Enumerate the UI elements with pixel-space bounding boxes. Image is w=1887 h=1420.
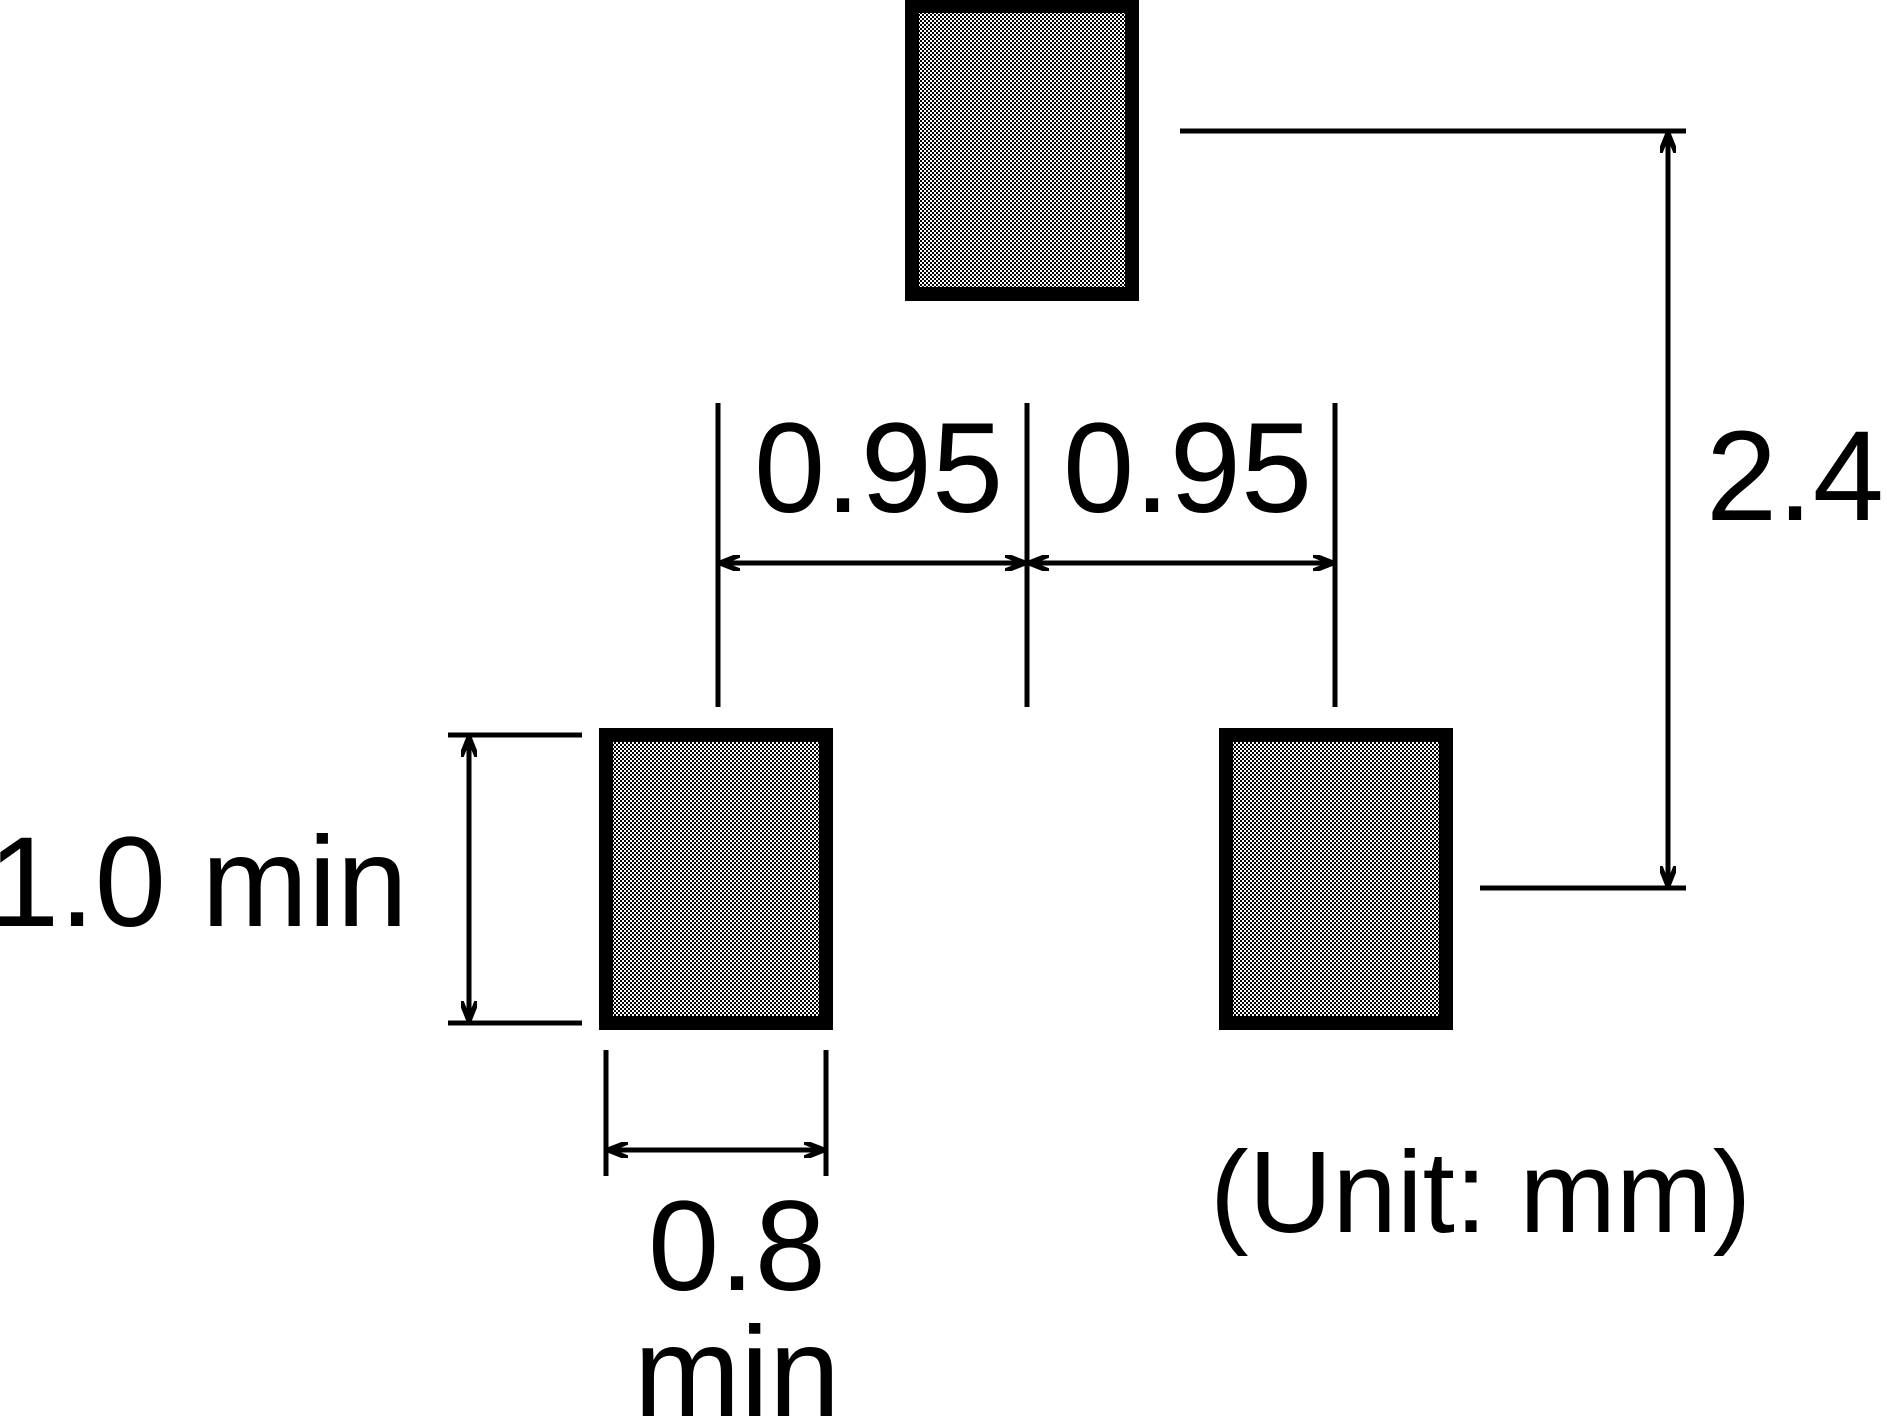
row-spacing-label: 2.4 bbox=[1706, 405, 1884, 548]
pitch-dimension bbox=[715, 403, 1338, 707]
pad-width-dimension bbox=[603, 1050, 829, 1176]
pad-bottom-left bbox=[599, 728, 833, 1030]
pad-length-dimension bbox=[448, 732, 582, 1026]
pad-width-value: 0.8 bbox=[648, 1175, 826, 1318]
row-spacing-dimension bbox=[1180, 128, 1686, 891]
pad-width-suffix: min bbox=[634, 1301, 840, 1420]
pitch-right-label: 0.95 bbox=[1063, 397, 1312, 540]
pad-bottom-right bbox=[1219, 728, 1453, 1030]
pad-length-label: 1.0 min bbox=[0, 811, 408, 954]
unit-note: (Unit: mm) bbox=[1210, 1127, 1751, 1257]
pitch-left-label: 0.95 bbox=[754, 397, 1003, 540]
pad-top bbox=[905, 0, 1139, 301]
